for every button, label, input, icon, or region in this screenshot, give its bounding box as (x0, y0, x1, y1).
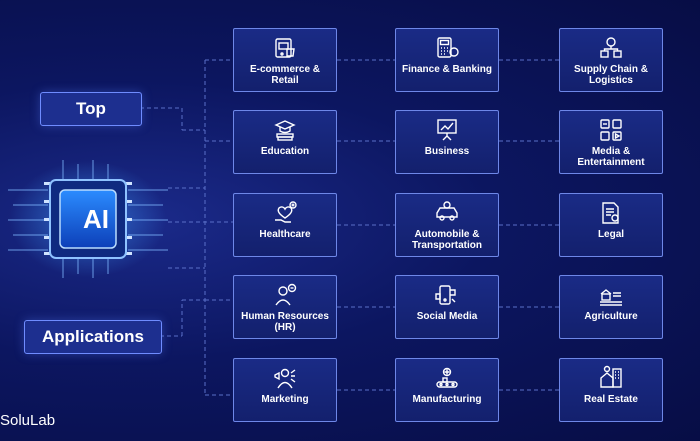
card-label: Legal (597, 229, 625, 240)
card-label: E-commerce & Retail (249, 64, 321, 86)
hr-person-icon (275, 283, 297, 306)
card-marketing: Marketing (233, 358, 337, 422)
shop-icon (275, 38, 295, 58)
card-legal: Legal (559, 193, 663, 257)
card-label: Healthcare (259, 229, 311, 240)
megaphone-person-icon (274, 368, 296, 389)
car-icon (436, 201, 458, 221)
chip-label: AI (83, 204, 109, 234)
real-estate-icon (600, 365, 622, 388)
card-label: Media & Entertainment (577, 146, 645, 168)
top-label: Top (40, 92, 142, 126)
card-label: Manufacturing (412, 394, 482, 405)
chip-icon (8, 160, 168, 278)
books-graduation-icon (274, 120, 296, 141)
social-media-icon (435, 285, 456, 305)
farm-icon (600, 289, 622, 306)
card-supply-chain-logistics: Supply Chain & Logistics (559, 28, 663, 92)
card-label: Business (424, 146, 470, 157)
card-label: Social Media (416, 311, 478, 322)
card-finance-banking: Finance & Banking (395, 28, 499, 92)
card-real-estate: Real Estate (559, 358, 663, 422)
presentation-board-icon (437, 119, 457, 141)
legal-document-icon (602, 202, 619, 224)
card-healthcare: Healthcare (233, 193, 337, 257)
card-agriculture: Agriculture (559, 275, 663, 339)
supply-chain-icon (600, 37, 622, 58)
conveyor-icon (436, 367, 458, 388)
heart-hand-icon (275, 201, 297, 223)
card-label: Marketing (261, 394, 309, 405)
card-automobile-transportation: Automobile & Transportation (395, 193, 499, 257)
card-manufacturing: Manufacturing (395, 358, 499, 422)
ai-chip: AI (8, 160, 168, 278)
card-media-entertainment: Media & Entertainment (559, 110, 663, 174)
card-ecommerce-retail: E-commerce & Retail (233, 28, 337, 92)
card-human-resources: Human Resources (HR) (233, 275, 337, 339)
card-label: Agriculture (584, 311, 638, 322)
calculator-coin-icon (437, 37, 459, 58)
card-education: Education (233, 110, 337, 174)
applications-label: Applications (24, 320, 162, 354)
card-business: Business (395, 110, 499, 174)
brand-logo-text: SoluLab (0, 412, 56, 429)
card-label: Finance & Banking (401, 64, 492, 75)
card-social-media: Social Media (395, 275, 499, 339)
card-label: Human Resources (HR) (241, 311, 329, 333)
card-label: Education (260, 146, 310, 157)
card-label: Supply Chain & Logistics (574, 64, 648, 86)
card-label: Automobile & Transportation (411, 229, 482, 251)
media-icon (600, 119, 622, 141)
card-label: Real Estate (584, 394, 638, 405)
